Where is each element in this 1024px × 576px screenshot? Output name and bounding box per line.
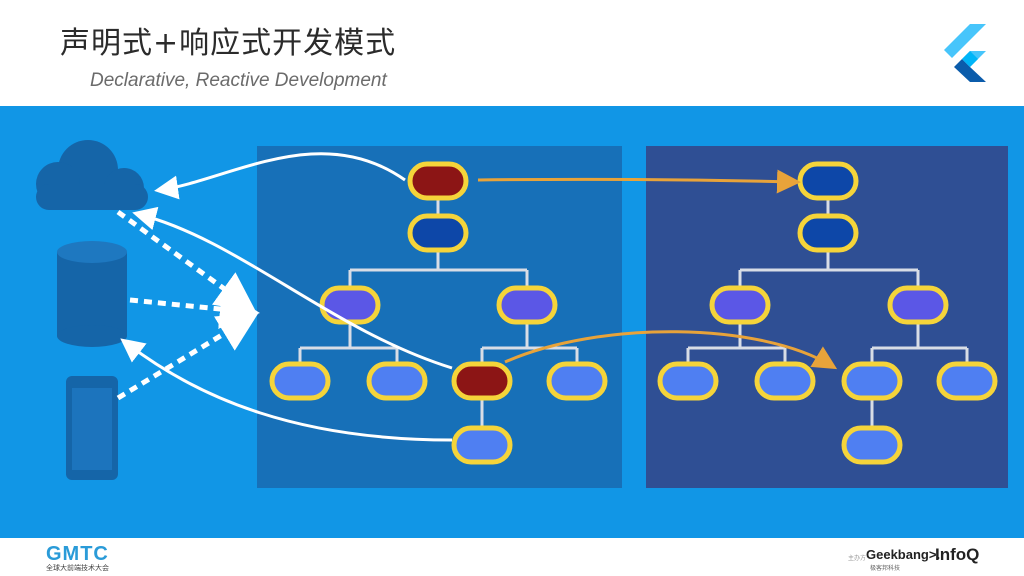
tree-node [366, 361, 428, 401]
event-arrows [116, 209, 260, 401]
update-arrows [477, 169, 838, 370]
widget-tree-after [657, 161, 998, 465]
sponsor-label: 主办方 [848, 555, 867, 562]
tree-node [319, 285, 381, 325]
tree-node [754, 361, 816, 401]
tree-node [546, 361, 608, 401]
flutter-logo-icon [944, 24, 986, 82]
infoq-logo: InfoQ [935, 545, 980, 564]
slide-footer [0, 538, 1024, 576]
slide-subtitle: Declarative, Reactive Development [90, 70, 387, 91]
tree-node [797, 213, 859, 253]
tree-node [936, 361, 998, 401]
tree-node [841, 425, 903, 465]
data-flow-arrows [120, 152, 453, 442]
gmtc-logo: GMTC [46, 543, 109, 565]
tree-node [709, 285, 771, 325]
tree-node [407, 161, 469, 201]
geekbang-logo: Geekbang>. [866, 547, 941, 562]
tree-node [451, 425, 513, 465]
geekbang-tagline: 极客邦科技 [870, 565, 901, 572]
tree-node [496, 285, 558, 325]
tree-node [797, 161, 859, 201]
tree-node [887, 285, 949, 325]
tree-node [269, 361, 331, 401]
gmtc-tagline: 全球大前端技术大会 [46, 564, 109, 572]
tree-node [841, 361, 903, 401]
tree-node [407, 213, 469, 253]
tree-node [657, 361, 719, 401]
database-icon [57, 241, 127, 347]
cloud-icon [36, 140, 148, 210]
phone-icon [66, 376, 118, 480]
tree-node [451, 361, 513, 401]
slide-title: 声明式+响应式开发模式 [60, 26, 397, 61]
